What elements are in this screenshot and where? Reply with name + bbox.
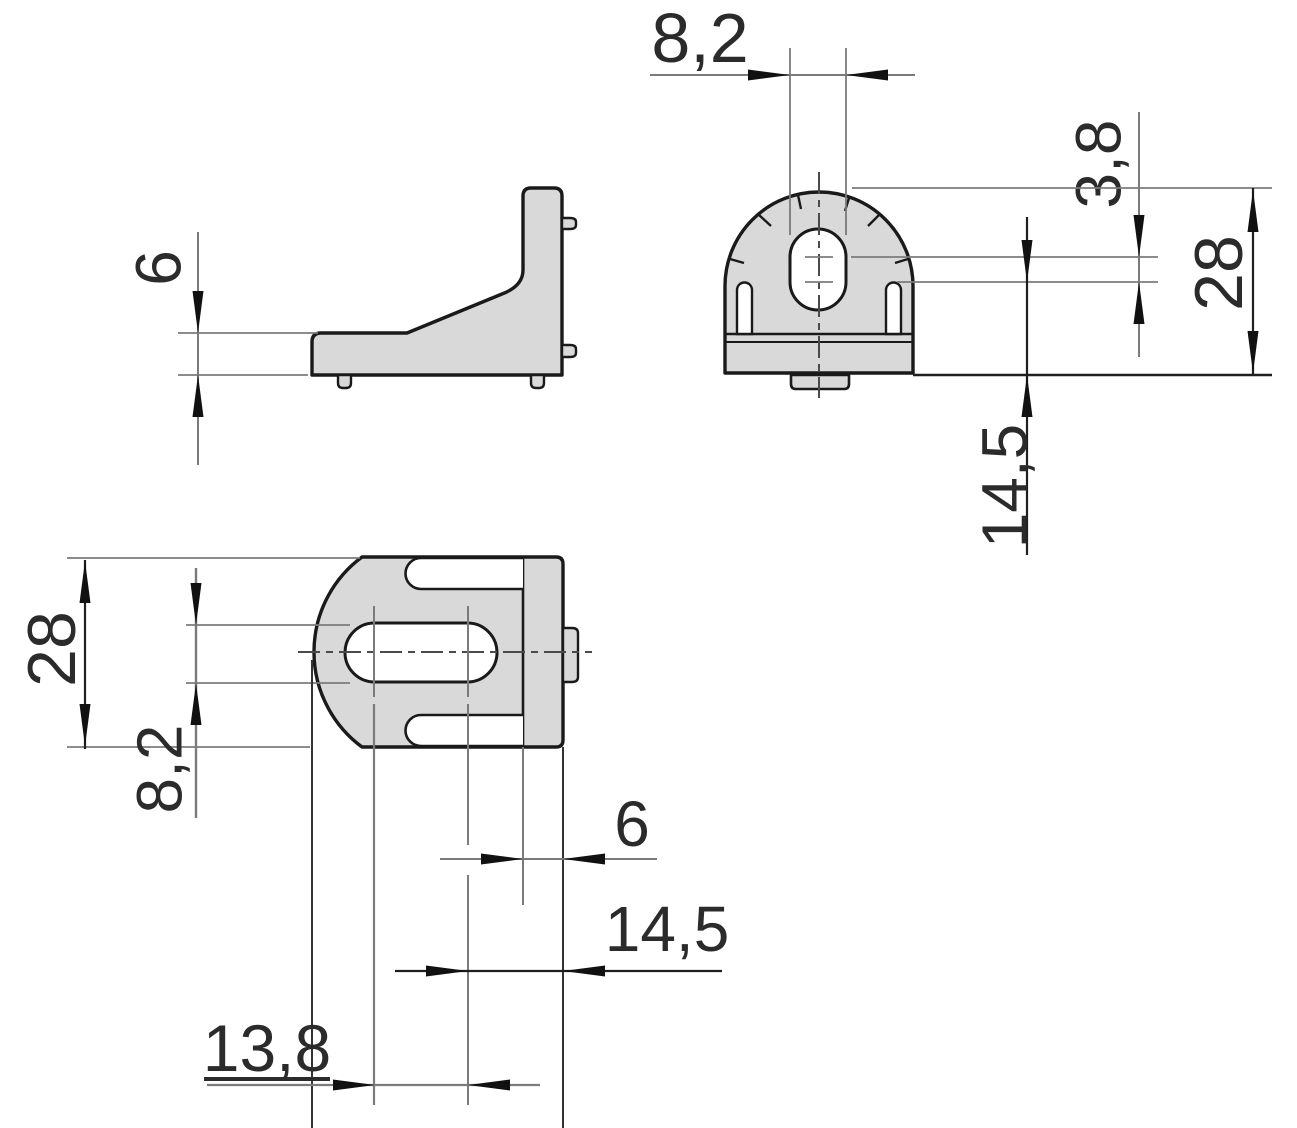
dim-label-28-front: 28 — [1181, 235, 1257, 311]
arrow-head — [1247, 190, 1259, 232]
top-groove-upper — [404, 556, 523, 591]
arrow-head — [481, 853, 523, 865]
dim-top-leg-thickness: 6 — [440, 788, 657, 865]
arrow-head — [1021, 375, 1033, 417]
arrow-head — [190, 683, 202, 725]
arrow-head — [1021, 240, 1033, 282]
left-groove — [735, 281, 754, 336]
arrow-head — [468, 1079, 510, 1091]
dim-label-3-8: 3,8 — [1062, 120, 1134, 209]
dim-label-6-side: 6 — [122, 250, 194, 286]
arrow-head — [190, 583, 202, 625]
arrow-head — [192, 375, 204, 417]
dim-top-height: 28 — [14, 557, 360, 749]
top-groove-lower — [404, 713, 523, 748]
dim-label-6-bottom: 6 — [614, 788, 650, 860]
side-right-tab — [560, 216, 578, 231]
arrow-head — [333, 1079, 375, 1091]
dim-top-slot-end-to-edge: 14,5 — [395, 893, 729, 977]
serration-ticks — [729, 194, 909, 265]
projection-lines — [311, 660, 564, 1128]
dim-top-slot-center-spacing: 13,8 — [203, 1011, 540, 1091]
arrow-head — [1133, 282, 1145, 324]
arrow-head — [79, 561, 91, 603]
dim-label-28-top: 28 — [14, 611, 90, 687]
dim-label-14-5-front: 14,5 — [968, 424, 1040, 549]
top-right-tab — [561, 626, 580, 684]
arrow-head — [426, 965, 468, 977]
dim-side-base-thickness: 6 — [122, 232, 318, 465]
front-view — [723, 172, 915, 398]
side-bottom-tab — [529, 373, 546, 390]
arrow-head — [563, 853, 605, 865]
dim-front-height: 28 — [852, 187, 1272, 377]
dim-front-center-to-bottom: 14,5 — [968, 217, 1040, 555]
dim-front-slot-center-dist: 3,8 — [805, 112, 1158, 357]
top-view — [298, 555, 592, 749]
arrow-head — [1133, 215, 1145, 257]
side-right-tab — [560, 343, 578, 359]
dim-label-13-8: 13,8 — [203, 1011, 331, 1085]
dim-top-slot-width: 8,2 — [123, 568, 350, 818]
arrow-head — [846, 69, 888, 81]
right-groove — [884, 281, 903, 336]
side-view — [310, 186, 578, 390]
arrow-head — [563, 965, 605, 977]
arrow-head — [748, 69, 790, 81]
dim-label-8-2-top: 8,2 — [123, 725, 195, 814]
arrow-head — [1247, 331, 1259, 373]
dim-front-slot-width: 8,2 — [650, 0, 915, 235]
side-view-body — [310, 186, 564, 377]
side-bottom-tab — [336, 373, 353, 390]
dim-label-8-2-front: 8,2 — [651, 0, 748, 77]
dim-label-14-5-bottom: 14,5 — [605, 893, 730, 965]
arrow-head — [192, 291, 204, 333]
arrow-head — [79, 704, 91, 746]
